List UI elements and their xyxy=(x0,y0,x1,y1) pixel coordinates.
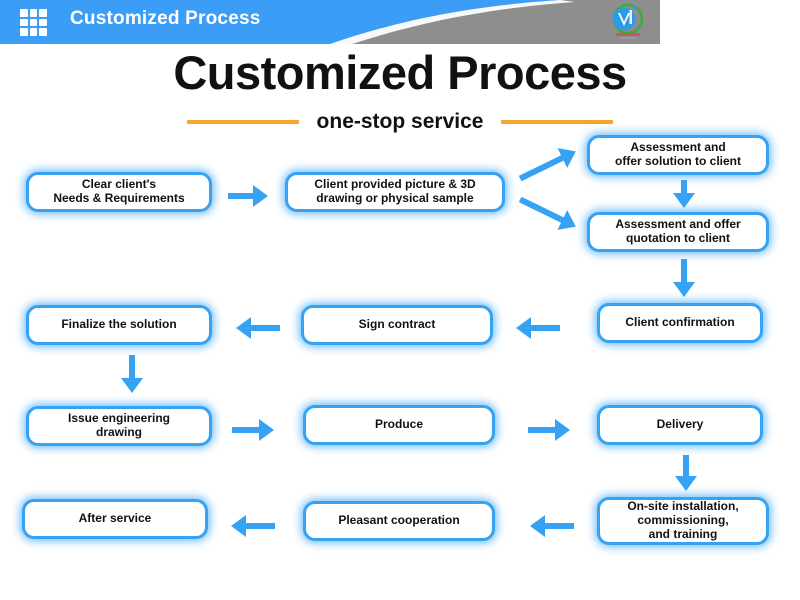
rule-left xyxy=(186,120,299,124)
arrow-delivery-to-onsite xyxy=(673,455,699,491)
flow-node-label: After service xyxy=(78,511,152,526)
grid-cell xyxy=(20,28,28,36)
page-title: Customized Process xyxy=(173,46,627,99)
flow-node-client-confirmation[interactable]: Client confirmation xyxy=(597,303,763,343)
grid-cell xyxy=(29,9,38,17)
grid-cell xyxy=(39,18,47,27)
rule-right xyxy=(501,120,614,124)
flow-node-label: Sign contract xyxy=(358,317,436,332)
flow-node-onsite-installation[interactable]: On-site installation,commissioning,and t… xyxy=(597,497,769,545)
flow-node-sign-contract[interactable]: Sign contract xyxy=(301,305,493,345)
arrow-produce-to-delivery xyxy=(528,417,570,443)
arrow-contract-to-finalize xyxy=(236,315,280,341)
grid-cell xyxy=(20,18,28,27)
arrow-finalize-to-drawing xyxy=(119,355,145,393)
flow-node-finalize-solution[interactable]: Finalize the solution xyxy=(26,305,212,345)
arrow-cooperation-to-after xyxy=(231,513,275,539)
grid-cell xyxy=(20,9,28,17)
arrow-quotation-to-confirmation xyxy=(671,259,697,297)
arrow-assets-to-solution xyxy=(513,136,584,194)
arrow-needs-to-assets xyxy=(228,183,268,209)
arrow-solution-to-quotation xyxy=(671,180,697,208)
flow-node-produce[interactable]: Produce xyxy=(303,405,495,445)
header-background xyxy=(0,0,800,44)
flow-node-after-service[interactable]: After service xyxy=(22,499,208,539)
company-logo-icon xyxy=(612,3,644,39)
grid-cell xyxy=(39,28,47,36)
flow-node-delivery[interactable]: Delivery xyxy=(597,405,763,445)
app-header: Customized Process xyxy=(0,0,800,44)
flow-node-label: On-site installation,commissioning,and t… xyxy=(627,499,739,541)
flow-node-label: Produce xyxy=(374,417,423,432)
header-title: Customized Process xyxy=(70,8,261,29)
arrow-assets-to-quotation xyxy=(513,184,584,242)
grid-cell xyxy=(29,18,38,27)
arrow-onsite-to-cooperation xyxy=(530,513,574,539)
grid-menu-icon[interactable] xyxy=(20,9,47,36)
page-subtitle: one-stop service xyxy=(316,110,484,133)
flow-node-label: Finalize the solution xyxy=(61,317,177,332)
header-right-fill xyxy=(660,0,800,44)
header-white-curve xyxy=(330,0,575,44)
flow-node-label: Pleasant cooperation xyxy=(338,513,460,528)
arrow-confirmation-to-contract xyxy=(516,315,560,341)
flow-node-label: Delivery xyxy=(656,417,704,432)
flow-node-pleasant-cooperation[interactable]: Pleasant cooperation xyxy=(303,501,495,541)
arrow-drawing-to-produce xyxy=(232,417,274,443)
header-blue-swoosh xyxy=(0,0,560,44)
subtitle-row: one-stop service xyxy=(0,110,800,134)
flow-node-label: Client confirmation xyxy=(625,315,735,330)
grid-cell xyxy=(39,9,47,17)
grid-cell xyxy=(29,28,38,36)
